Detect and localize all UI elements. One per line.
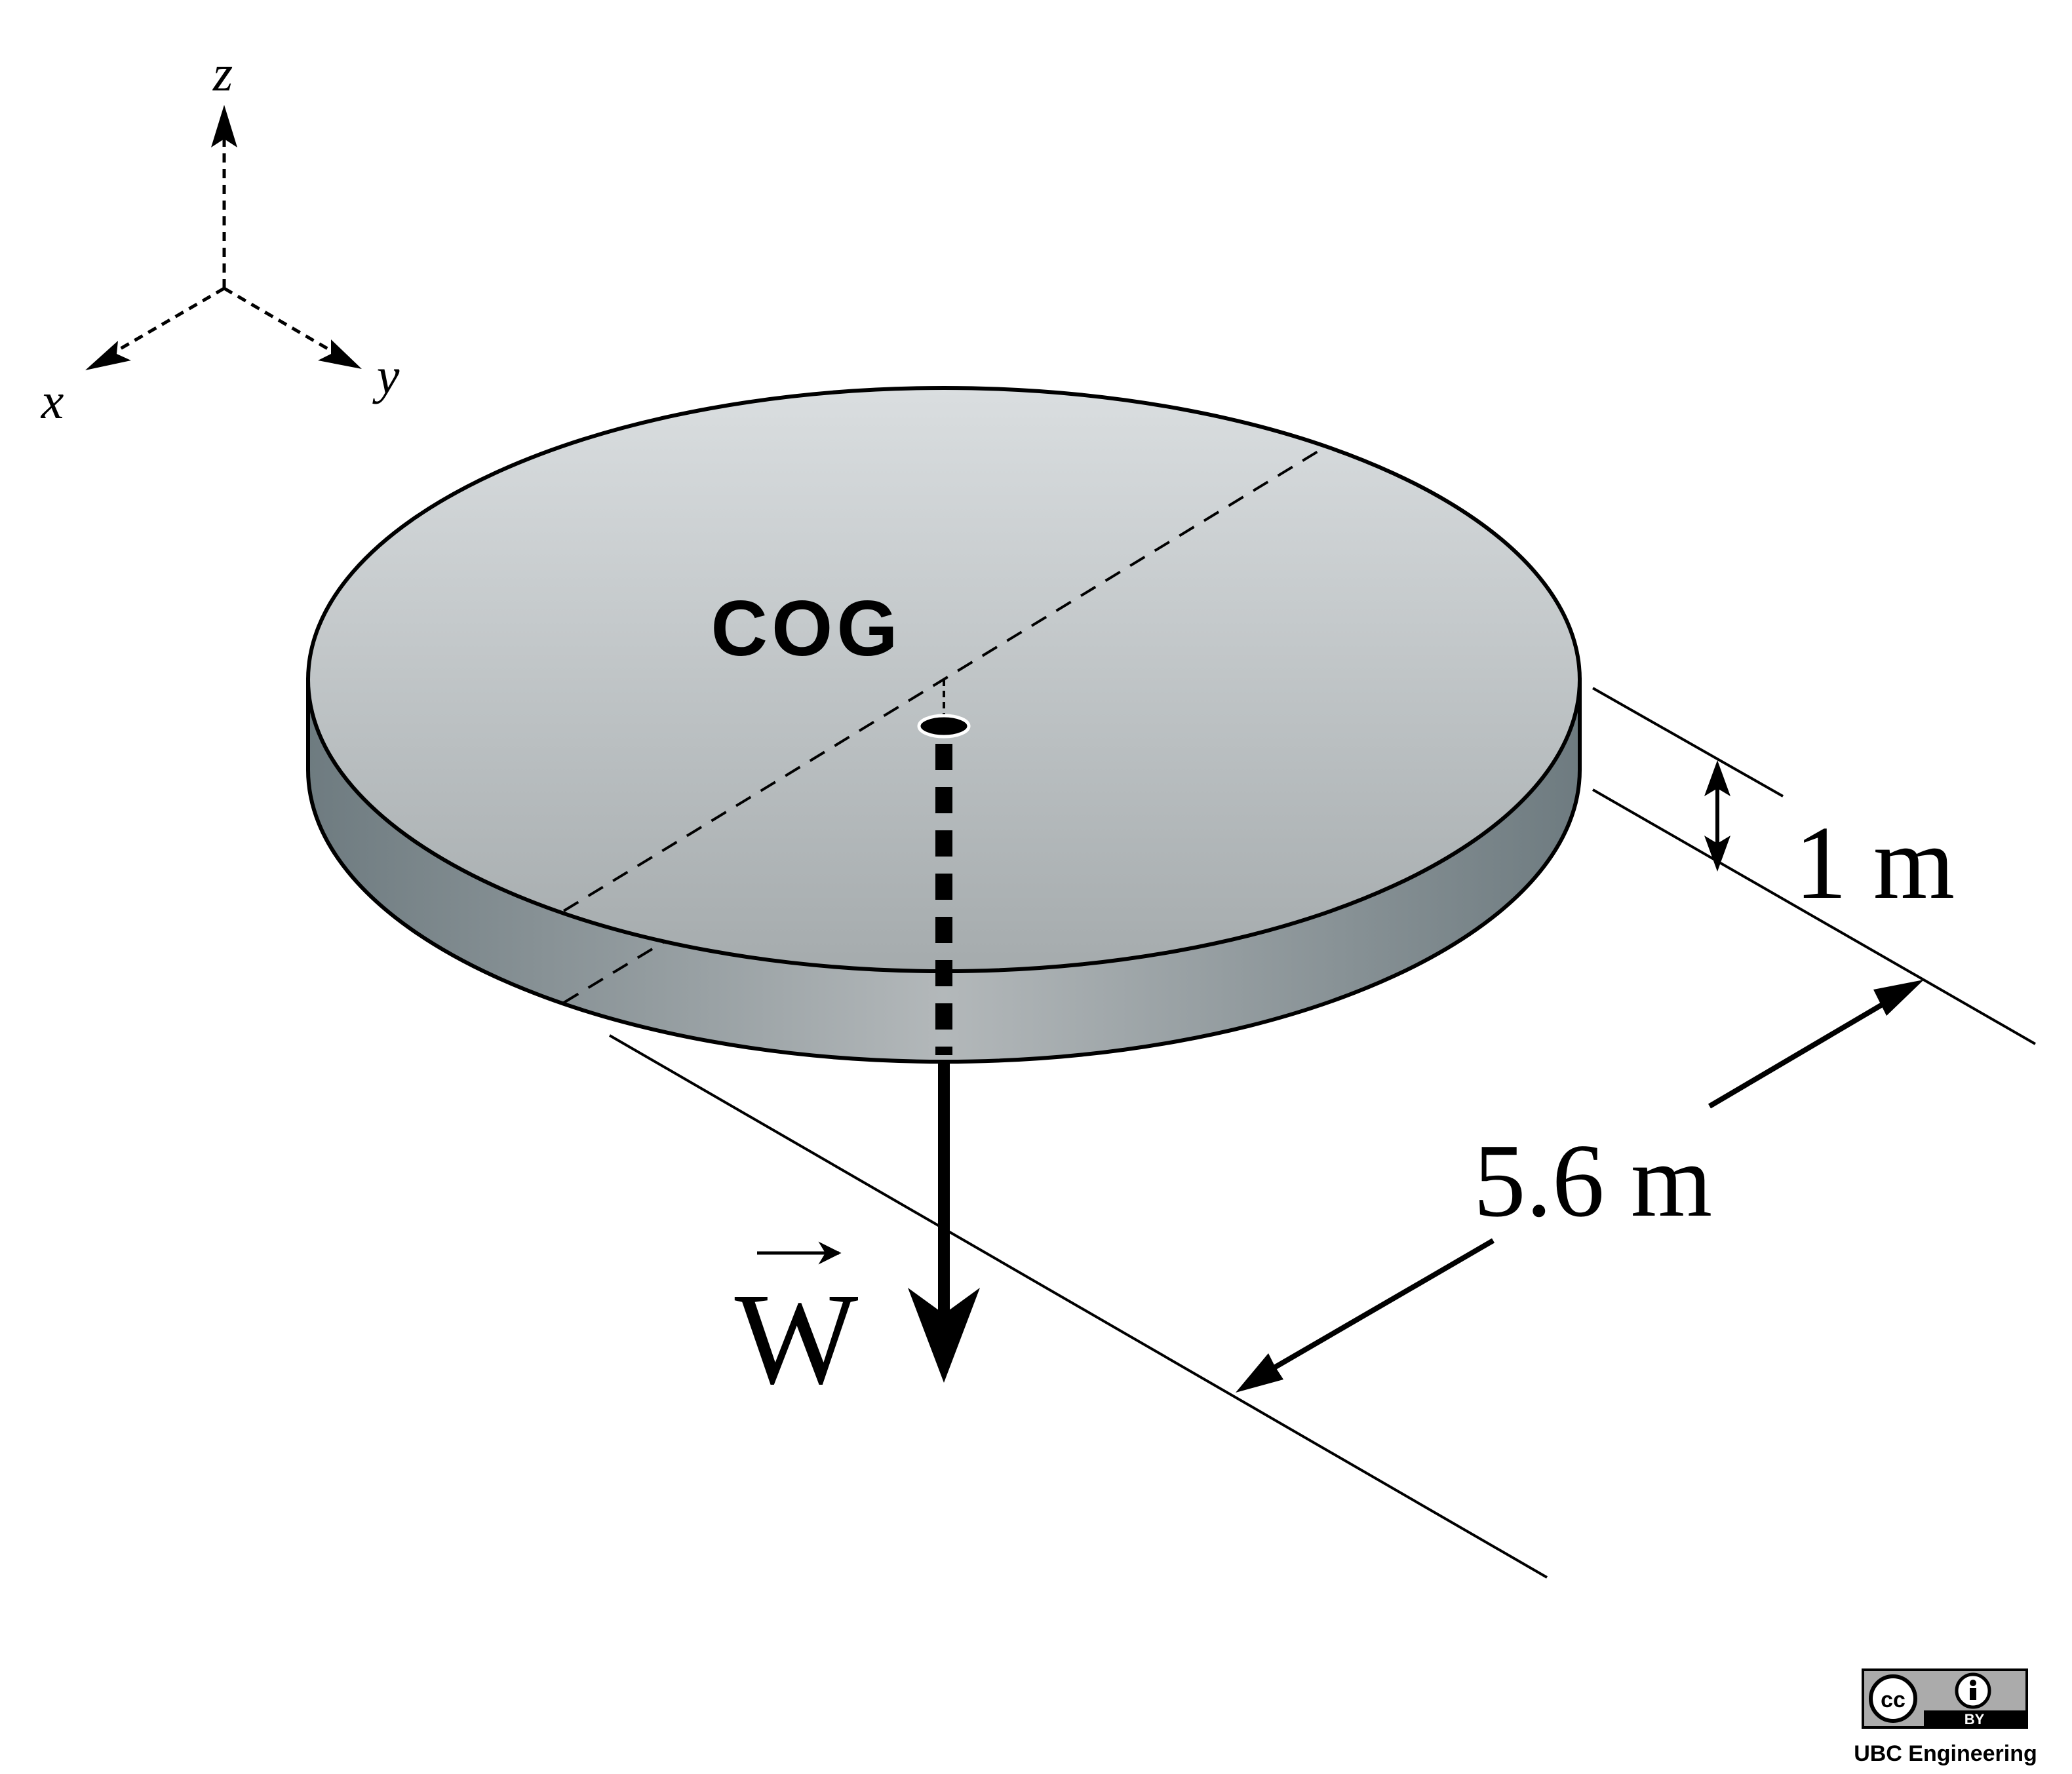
- diameter-ext-left: [608, 1034, 1548, 1579]
- y-axis-arrowhead: [318, 339, 362, 369]
- attribution-text: UBC Engineering: [1854, 1741, 2037, 1766]
- diameter-arrow-lower: [1236, 1353, 1283, 1393]
- license-badge-by-strip: [1924, 1710, 2027, 1727]
- x-axis-label: x: [41, 372, 64, 429]
- y-axis-label: y: [372, 347, 400, 404]
- thickness-ext-top: [1592, 687, 1784, 798]
- z-axis-label: z: [212, 45, 233, 102]
- diameter-dim-upper: [1708, 995, 1896, 1109]
- attribution-person-body: [1970, 1688, 1976, 1700]
- diameter-arrow-upper: [1873, 980, 1924, 1016]
- cc-logo-text: cc: [1881, 1687, 1906, 1712]
- weight-label: W: [735, 1267, 859, 1412]
- by-text: BY: [1964, 1711, 1985, 1727]
- thickness-label: 1 m: [1795, 804, 1955, 921]
- top-diameter: [562, 444, 1329, 912]
- license-badge: cc BY UBC Engineering: [1854, 1668, 2037, 1766]
- diameter-dim-lower: [1263, 1238, 1495, 1376]
- cc-logo-icon: [1869, 1674, 1917, 1723]
- thickness-arrow-down: [1704, 836, 1730, 872]
- thickness-arrow-up: [1704, 760, 1730, 796]
- x-axis-line: [110, 286, 225, 356]
- weight-arrowhead: [908, 1288, 980, 1383]
- diameter-dimension: 5.6 m: [608, 980, 1924, 1579]
- cog-label: COG: [711, 585, 901, 672]
- z-axis-arrowhead: [211, 105, 237, 147]
- axis-triad: z x y: [41, 45, 400, 429]
- weight-vector: W: [735, 744, 980, 1412]
- x-axis-arrowhead: [85, 341, 131, 370]
- cog-marker: [917, 714, 971, 739]
- y-axis-line: [223, 286, 336, 355]
- diameter-label: 5.6 m: [1474, 1122, 1712, 1239]
- disc: COG: [306, 386, 1582, 1064]
- thickness-ext-bottom: [1592, 788, 2036, 1045]
- thickness-dimension: 1 m: [1592, 687, 2036, 1045]
- attribution-person-head: [1970, 1680, 1976, 1686]
